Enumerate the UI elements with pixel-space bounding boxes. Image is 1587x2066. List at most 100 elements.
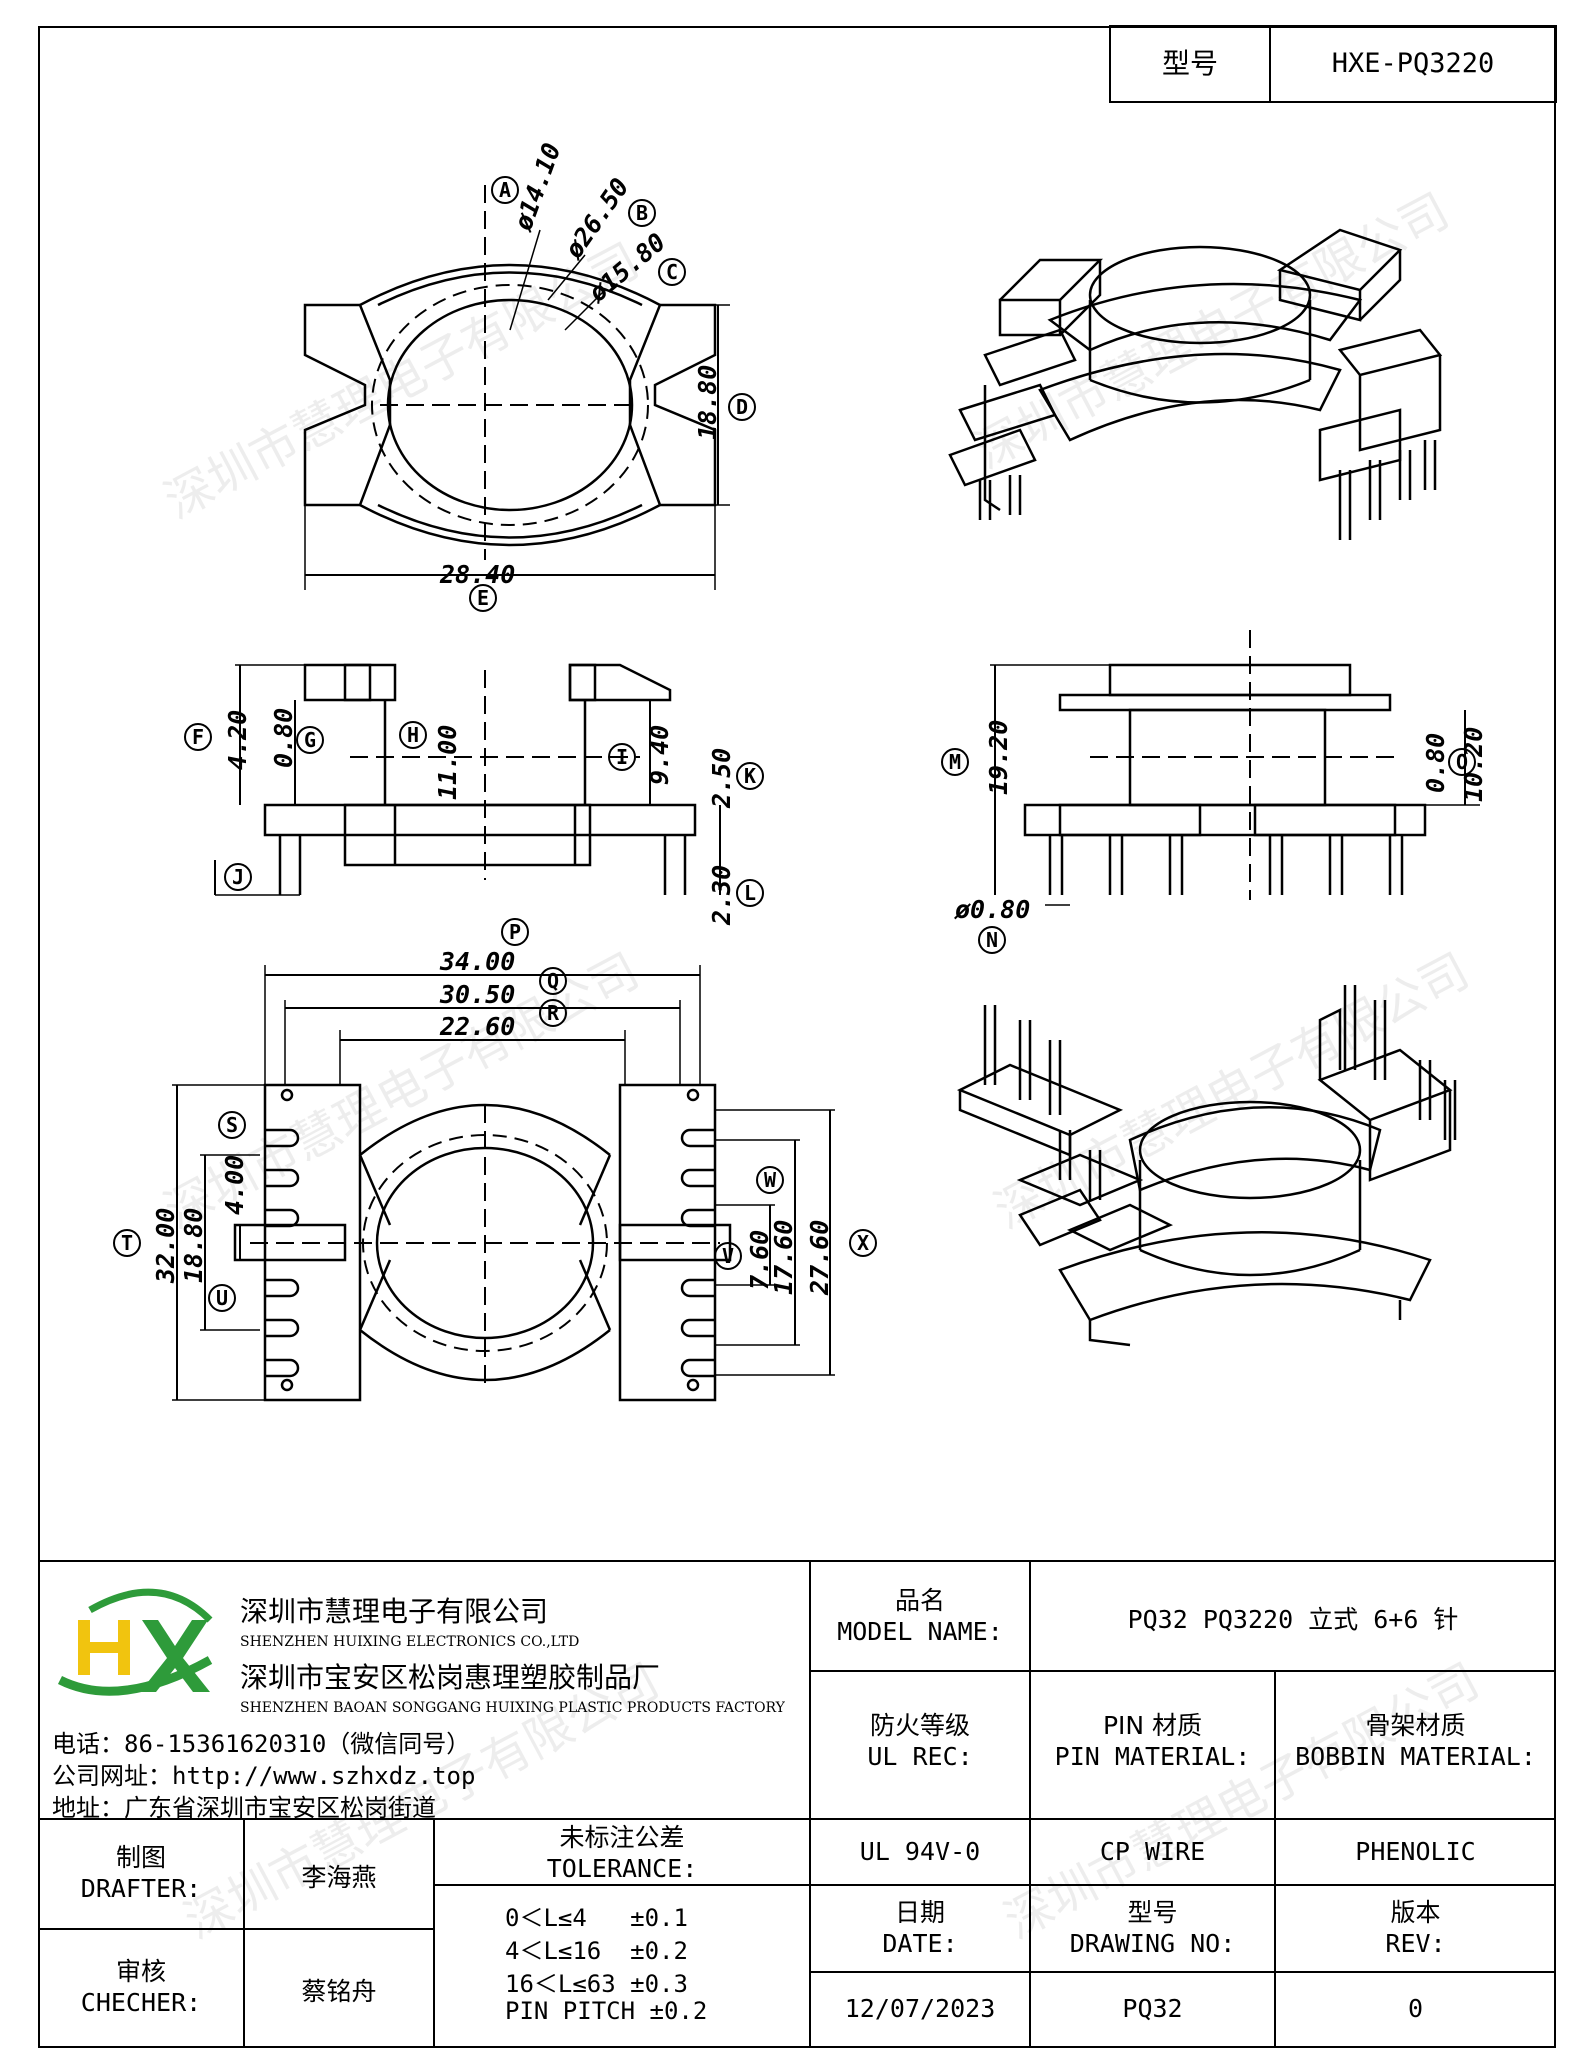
- pin-material-en: PIN MATERIAL:: [1054, 1742, 1251, 1771]
- dim-27-60: 27.60: [805, 1220, 834, 1296]
- header-box: [1109, 25, 1557, 103]
- tolerance-line-3: 16＜L≤63 ±0.3: [505, 1970, 688, 1998]
- model-value: HXE-PQ3220: [1331, 48, 1495, 79]
- reference-markers: [113, 176, 1476, 1312]
- marker-s: S: [226, 1113, 238, 1137]
- marker-v: V: [722, 1244, 734, 1268]
- marker-r: R: [547, 1001, 560, 1025]
- marker-n: N: [986, 928, 998, 952]
- tolerance-en: TOLERANCE:: [546, 1854, 698, 1883]
- marker-letters: A B C D E F G H I J K L M N O P Q R S T …: [121, 139, 1488, 1310]
- factory-name-cn: 深圳市宝安区松岗惠理塑胶制品厂: [240, 1661, 661, 1694]
- marker-b: B: [636, 201, 648, 225]
- dim-22-60: 22.60: [439, 1012, 515, 1041]
- marker-d: D: [736, 395, 748, 419]
- checker-en: CHECHER:: [80, 1988, 202, 2017]
- model-name-value: PQ32 PQ3220 立式 6+6 针: [1127, 1605, 1459, 1634]
- company-logo: [57, 1588, 213, 1696]
- dim-34-00: 34.00: [439, 947, 515, 976]
- marker-f: F: [192, 725, 204, 749]
- drawing-no-value: PQ32: [1122, 1994, 1183, 2023]
- bobbin-material-value: PHENOLIC: [1355, 1837, 1476, 1866]
- rev-value: 0: [1407, 1994, 1424, 2023]
- bottom-view: [172, 965, 835, 1402]
- company-name-cn: 深圳市慧理电子有限公司: [240, 1595, 549, 1628]
- checker-value: 蔡铭舟: [301, 1977, 377, 2006]
- ul-rec-cn: 防火等级: [869, 1711, 970, 1740]
- dim-10-20: 10.20: [1459, 727, 1488, 802]
- dim-17-60: 17.60: [769, 1220, 798, 1295]
- model-name-cn: 品名: [894, 1586, 945, 1615]
- pin-material-value: CP WIRE: [1099, 1837, 1206, 1866]
- drawing-no-en: DRAWING NO:: [1069, 1929, 1236, 1958]
- marker-p: P: [509, 920, 521, 944]
- dim-2-30: 2.30: [707, 865, 736, 926]
- marker-m: M: [949, 750, 961, 774]
- side-view-right: [990, 630, 1480, 906]
- marker-t: T: [121, 1231, 133, 1255]
- dim-32-00: 32.00: [151, 1208, 180, 1284]
- technical-drawing: [113, 176, 1480, 1402]
- factory-name-en: SHENZHEN BAOAN SONGGANG HUIXING PLASTIC …: [240, 1700, 785, 1716]
- dim-18-80-top: 18.80: [693, 365, 722, 440]
- checker-cn: 审核: [115, 1957, 166, 1986]
- date-en: DATE:: [882, 1929, 958, 1958]
- drawing-sheet: [38, 26, 1556, 2048]
- company-address: 地址：广东省深圳市宝安区松岗街道: [52, 1794, 436, 1822]
- marker-c: C: [666, 260, 678, 284]
- drafter-cn: 制图: [115, 1843, 166, 1872]
- bobbin-material-en: BOBBIN MATERIAL:: [1295, 1742, 1536, 1771]
- pin-material-cn: PIN 材质: [1102, 1711, 1203, 1740]
- dim-4-20: 4.20: [223, 710, 252, 770]
- dim-9-40: 9.40: [645, 725, 674, 785]
- dim-30-50: 30.50: [439, 980, 515, 1009]
- drafter-value: 李海燕: [301, 1863, 377, 1892]
- dim-0-80-right: 0.80: [1421, 733, 1450, 793]
- dim-7-60: 7.60: [745, 1230, 774, 1290]
- company-website: 公司网址：http://www.szhxdz.top: [52, 1762, 476, 1790]
- dim-4-00: 4.00: [220, 1155, 249, 1215]
- dim-28-40: 28.40: [439, 560, 515, 589]
- marker-g: G: [304, 728, 316, 752]
- company-phone: 电话：86-15361620310（微信同号）: [52, 1730, 471, 1758]
- marker-x: X: [857, 1231, 869, 1255]
- date-cn: 日期: [894, 1898, 945, 1927]
- isometric-view-bottom: [956, 985, 1457, 1347]
- marker-u: U: [216, 1286, 228, 1310]
- dim-0-80-left: 0.80: [269, 708, 298, 768]
- marker-h: H: [407, 723, 419, 747]
- tolerance-line-2: 4＜L≤16 ±0.2: [505, 1937, 688, 1965]
- company-name-en: SHENZHEN HUIXING ELECTRONICS CO.,LTD: [240, 1634, 580, 1650]
- top-view: [303, 185, 730, 590]
- dim-phi-0-80: ø0.80: [954, 895, 1030, 924]
- drafter-en: DRAFTER:: [80, 1874, 202, 1903]
- marker-j: J: [232, 865, 244, 889]
- bobbin-material-cn: 骨架材质: [1365, 1711, 1466, 1740]
- marker-i: I: [616, 745, 628, 769]
- dim-18-80-bottom: 18.80: [179, 1208, 208, 1283]
- marker-q: Q: [547, 969, 559, 993]
- ul-rec-en: UL REC:: [867, 1742, 973, 1771]
- tolerance-line-1: 0＜L≤4 ±0.1: [505, 1904, 688, 1932]
- marker-k: K: [744, 764, 756, 788]
- ul-rec-value: UL 94V-0: [859, 1837, 981, 1866]
- isometric-view-top: [948, 228, 1443, 540]
- side-view-left: [214, 663, 721, 896]
- marker-w: W: [764, 1168, 777, 1192]
- marker-a: A: [499, 178, 511, 202]
- marker-l: L: [744, 881, 756, 905]
- marker-o: O: [1456, 750, 1468, 774]
- drawing-no-cn: 型号: [1127, 1898, 1178, 1927]
- tolerance-cn: 未标注公差: [559, 1823, 685, 1852]
- model-name-en: MODEL NAME:: [837, 1617, 1003, 1646]
- dim-2-50: 2.50: [707, 748, 736, 809]
- dim-11-00: 11.00: [433, 725, 462, 800]
- rev-cn: 版本: [1390, 1898, 1441, 1927]
- rev-en: REV:: [1385, 1929, 1446, 1958]
- marker-e: E: [477, 586, 489, 610]
- tolerance-line-4: PIN PITCH ±0.2: [505, 1997, 708, 2025]
- date-value: 12/07/2023: [844, 1994, 996, 2023]
- model-label: 型号: [1161, 47, 1218, 80]
- dim-19-20: 19.20: [984, 720, 1013, 795]
